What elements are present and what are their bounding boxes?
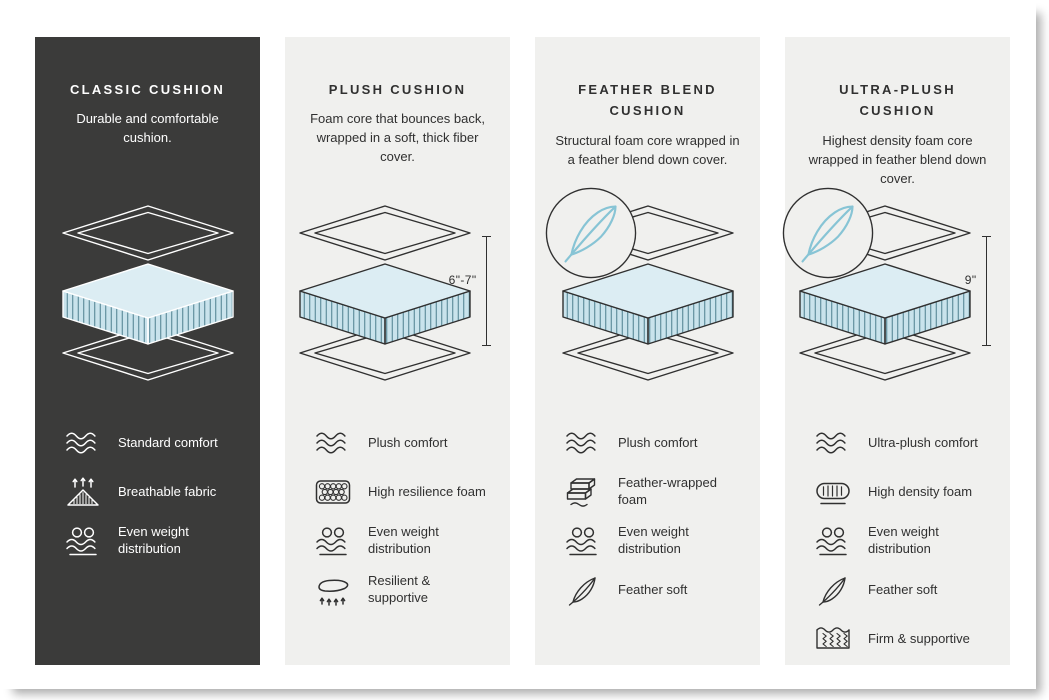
feature-item: Breathable fabric — [63, 473, 254, 511]
feature-list: Plush comfort High resilience foam Even … — [285, 412, 510, 609]
feature-list: Plush comfort Feather-wrapped foam Even … — [535, 412, 760, 609]
feature-label: Ultra-plush comfort — [868, 434, 978, 450]
card-header: CLASSIC CUSHION Durable and comfortable … — [35, 37, 260, 174]
feature-label: Standard comfort — [118, 434, 218, 450]
card-header: ULTRA-PLUSH CUSHION Highest density foam… — [785, 37, 1010, 186]
card-title: PLUSH CUSHION — [328, 82, 467, 97]
feature-label: Even weight distribution — [118, 524, 189, 556]
even-weight-distribution-icon — [63, 525, 103, 557]
card-plush-cushion: PLUSH CUSHION Foam core that bounces bac… — [285, 37, 510, 665]
cushion-layers-icon — [285, 198, 485, 388]
card-title: CLASSIC CUSHION — [69, 82, 226, 97]
even-weight-distribution-icon — [563, 525, 603, 557]
card-description: Structural foam core wrapped in a feathe… — [555, 132, 740, 167]
feature-label: Breathable fabric — [118, 483, 217, 499]
card-description: Durable and comfortable cushion. — [76, 111, 219, 146]
feature-label: Even weight distribution — [868, 524, 939, 556]
comfort-waves-icon — [813, 427, 853, 459]
cushion-layers-icon — [48, 198, 248, 388]
infographic-sheet: CLASSIC CUSHION Durable and comfortable … — [35, 37, 1010, 665]
cushion-layers-illustration — [48, 198, 248, 388]
feature-label: Even weight distribution — [368, 524, 439, 556]
card-title: FEATHER BLEND CUSHION — [578, 82, 717, 119]
feature-label: Feather soft — [618, 581, 688, 597]
card-description: Foam core that bounces back, wrapped in … — [310, 111, 485, 165]
measurement-bottom-tick — [481, 345, 491, 346]
feature-label: High density foam — [868, 483, 973, 499]
feature-item: Even weight distribution — [313, 522, 504, 560]
feature-label: Even weight distribution — [618, 524, 689, 556]
feature-list: Ultra-plush comfort High density foam Ev… — [785, 412, 1010, 658]
feature-item: Feather soft — [563, 571, 754, 609]
cushion-layers-illustration: 9" — [785, 198, 991, 388]
card-ultra-plush-cushion: ULTRA-PLUSH CUSHION Highest density foam… — [785, 37, 1010, 665]
feature-label: Feather-wrapped foam — [618, 475, 717, 507]
feature-label: Plush comfort — [618, 434, 698, 450]
feature-label: Resilient & supportive — [368, 573, 431, 605]
feather-badge-icon — [781, 186, 875, 280]
feature-item: Even weight distribution — [813, 522, 1004, 560]
cushion-diagram: 9" — [785, 174, 1010, 412]
feature-list: Standard comfort Breathable fabric Even … — [35, 412, 260, 560]
height-measurement: 9" — [965, 236, 991, 346]
feature-item: Ultra-plush comfort — [813, 424, 1004, 462]
feature-label: Plush comfort — [368, 434, 448, 450]
comfort-waves-icon — [63, 427, 103, 459]
card-classic-cushion: CLASSIC CUSHION Durable and comfortable … — [35, 37, 260, 665]
cushion-cards-row: CLASSIC CUSHION Durable and comfortable … — [35, 37, 1010, 665]
feature-item: Even weight distribution — [563, 522, 754, 560]
feather-badge-icon — [544, 186, 638, 280]
feature-item: Firm & supportive — [813, 620, 1004, 658]
comfort-waves-icon — [563, 427, 603, 459]
breathable-fabric-icon — [63, 476, 103, 508]
feature-item: Even weight distribution — [63, 522, 254, 560]
feather-wrapped-foam-icon — [563, 476, 603, 508]
measurement-line — [985, 236, 987, 346]
feature-label: Firm & supportive — [868, 630, 970, 646]
even-weight-distribution-icon — [813, 525, 853, 557]
resilient-supportive-icon — [313, 574, 353, 606]
card-title: ULTRA-PLUSH CUSHION — [839, 82, 956, 119]
firm-supportive-icon — [813, 623, 853, 655]
cushion-diagram — [535, 174, 760, 412]
even-weight-distribution-icon — [313, 525, 353, 557]
height-measurement: 6"-7" — [449, 236, 491, 346]
high-density-foam-icon — [813, 476, 853, 508]
height-measurement-label: 9" — [964, 273, 977, 287]
card-description: Highest density foam core wrapped in fea… — [808, 132, 987, 186]
feature-label: Feather soft — [868, 581, 938, 597]
comfort-waves-icon — [313, 427, 353, 459]
feature-item: Plush comfort — [313, 424, 504, 462]
feature-item: High resilience foam — [313, 473, 504, 511]
feather-icon — [813, 574, 853, 606]
measurement-line — [485, 236, 487, 346]
cushion-layers-illustration: 6"-7" — [285, 198, 491, 388]
cushion-diagram — [35, 174, 260, 412]
feature-item: Standard comfort — [63, 424, 254, 462]
feature-item: Plush comfort — [563, 424, 754, 462]
feature-item: Feather soft — [813, 571, 1004, 609]
feature-item: High density foam — [813, 473, 1004, 511]
feature-label: High resilience foam — [368, 483, 486, 499]
height-measurement-label: 6"-7" — [448, 273, 477, 287]
cushion-diagram: 6"-7" — [285, 174, 510, 412]
measurement-bottom-tick — [981, 345, 991, 346]
cushion-layers-illustration — [548, 198, 748, 388]
card-header: FEATHER BLEND CUSHION Structural foam co… — [535, 37, 760, 174]
feature-item: Feather-wrapped foam — [563, 473, 754, 511]
high-resilience-foam-icon — [313, 476, 353, 508]
feature-item: Resilient & supportive — [313, 571, 504, 609]
card-feather-blend-cushion: FEATHER BLEND CUSHION Structural foam co… — [535, 37, 760, 665]
card-header: PLUSH CUSHION Foam core that bounces bac… — [285, 37, 510, 174]
feather-icon — [563, 574, 603, 606]
